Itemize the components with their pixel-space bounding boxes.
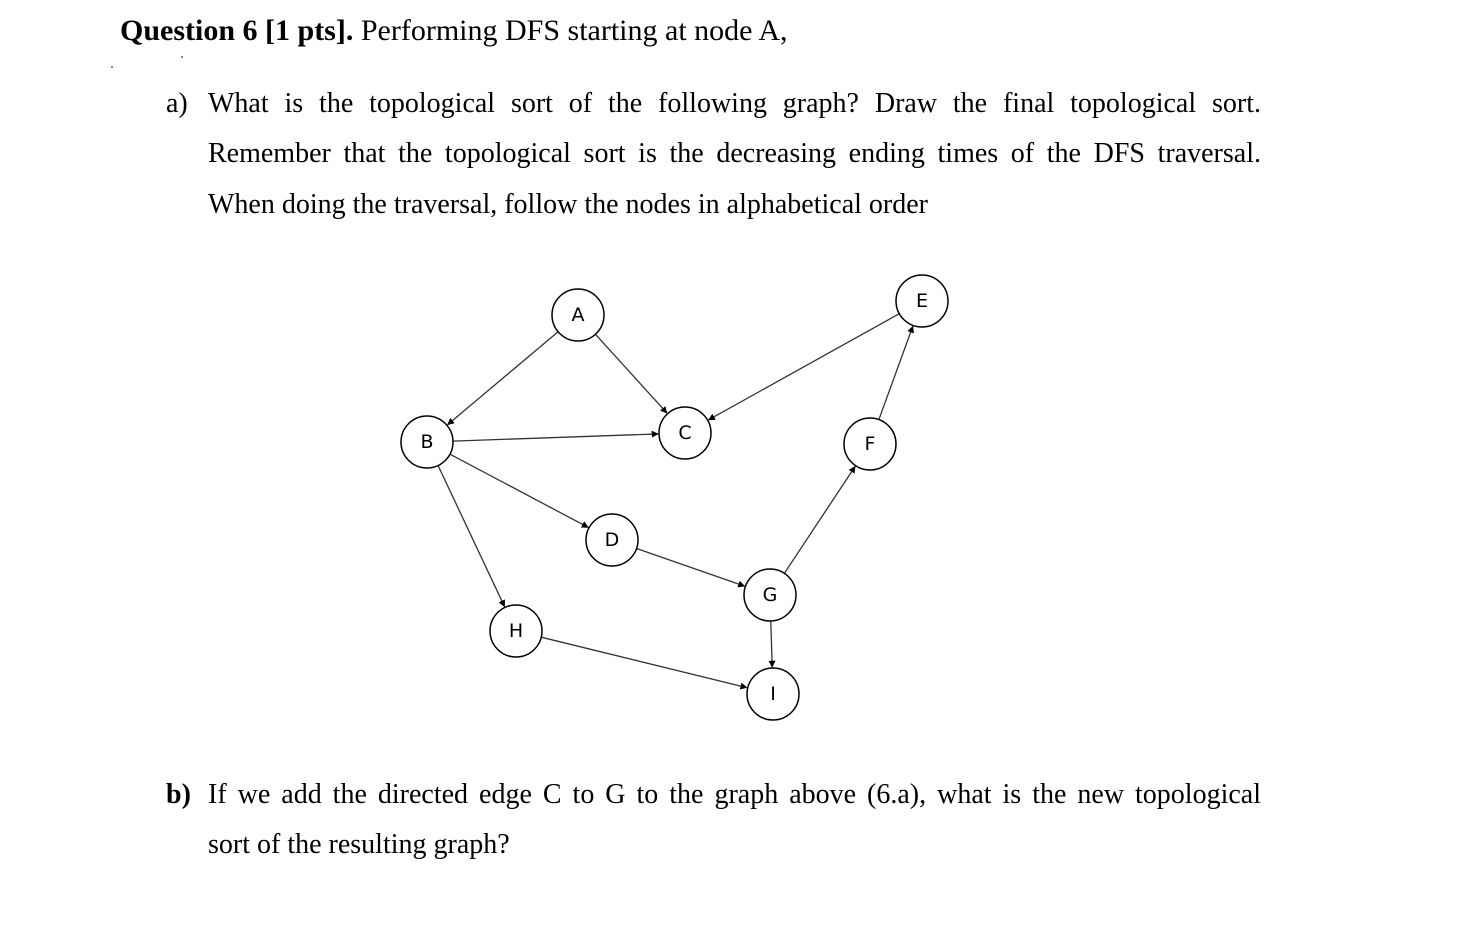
- node-circle: [895, 274, 949, 328]
- node-circle: [746, 667, 800, 721]
- part-a-marker: a): [166, 88, 188, 119]
- node-a: A: [551, 288, 605, 342]
- node-circle: [489, 604, 543, 658]
- graph-edges: [437, 313, 914, 690]
- graph-nodes: A B C D E F G H I: [400, 274, 949, 721]
- node-circle: [400, 415, 454, 469]
- edge-b-to-d: [449, 453, 589, 528]
- node-label: B: [420, 431, 433, 453]
- node-e: E: [895, 274, 949, 328]
- edge-a-to-c: [594, 333, 668, 414]
- node-label: A: [572, 304, 585, 326]
- node-circle: [585, 513, 639, 567]
- node-circle: [551, 288, 605, 342]
- edge-g-to-i: [768, 620, 776, 668]
- node-i: I: [746, 667, 800, 721]
- edge-e-to-c: [707, 313, 900, 421]
- part-b-line-2: sort of the resulting graph?: [208, 829, 510, 860]
- edge-f-to-e: [878, 325, 914, 420]
- edge-b-to-h: [437, 465, 506, 608]
- node-label: I: [770, 683, 776, 705]
- node-circle: [843, 417, 897, 471]
- node-label: D: [605, 529, 620, 551]
- edge-g-to-f: [783, 465, 856, 574]
- node-label: G: [763, 584, 778, 606]
- part-b-line-1: If we add the directed edge C to G to th…: [208, 779, 1261, 810]
- question-heading: Question 6 [1 pts]. Performing DFS start…: [120, 14, 788, 48]
- stray-dot: [111, 66, 113, 68]
- node-g: G: [743, 568, 797, 622]
- edge-h-to-i: [541, 636, 748, 690]
- edge-b-to-c: [452, 430, 659, 442]
- part-a-line-2: Remember that the topological sort is th…: [208, 138, 1261, 169]
- node-b: B: [400, 415, 454, 469]
- node-h: H: [489, 604, 543, 658]
- question-title-bold: Question 6 [1 pts].: [120, 14, 354, 47]
- node-label: E: [916, 290, 928, 312]
- node-f: F: [843, 417, 897, 471]
- stray-dot: [181, 56, 183, 58]
- part-a-line-1: What is the topological sort of the foll…: [208, 88, 1261, 119]
- node-circle: [743, 568, 797, 622]
- edge-d-to-g: [636, 547, 746, 588]
- question-title-text: Performing DFS starting at node A,: [353, 14, 788, 47]
- part-a-line-3: When doing the traversal, follow the nod…: [208, 189, 928, 220]
- part-b-marker: b): [166, 779, 191, 810]
- edge-a-to-b: [447, 331, 559, 426]
- node-d: D: [585, 513, 639, 567]
- node-label: F: [865, 433, 876, 455]
- node-circle: [658, 406, 712, 460]
- node-c: C: [658, 406, 712, 460]
- node-label: H: [509, 620, 523, 642]
- node-label: C: [678, 422, 691, 444]
